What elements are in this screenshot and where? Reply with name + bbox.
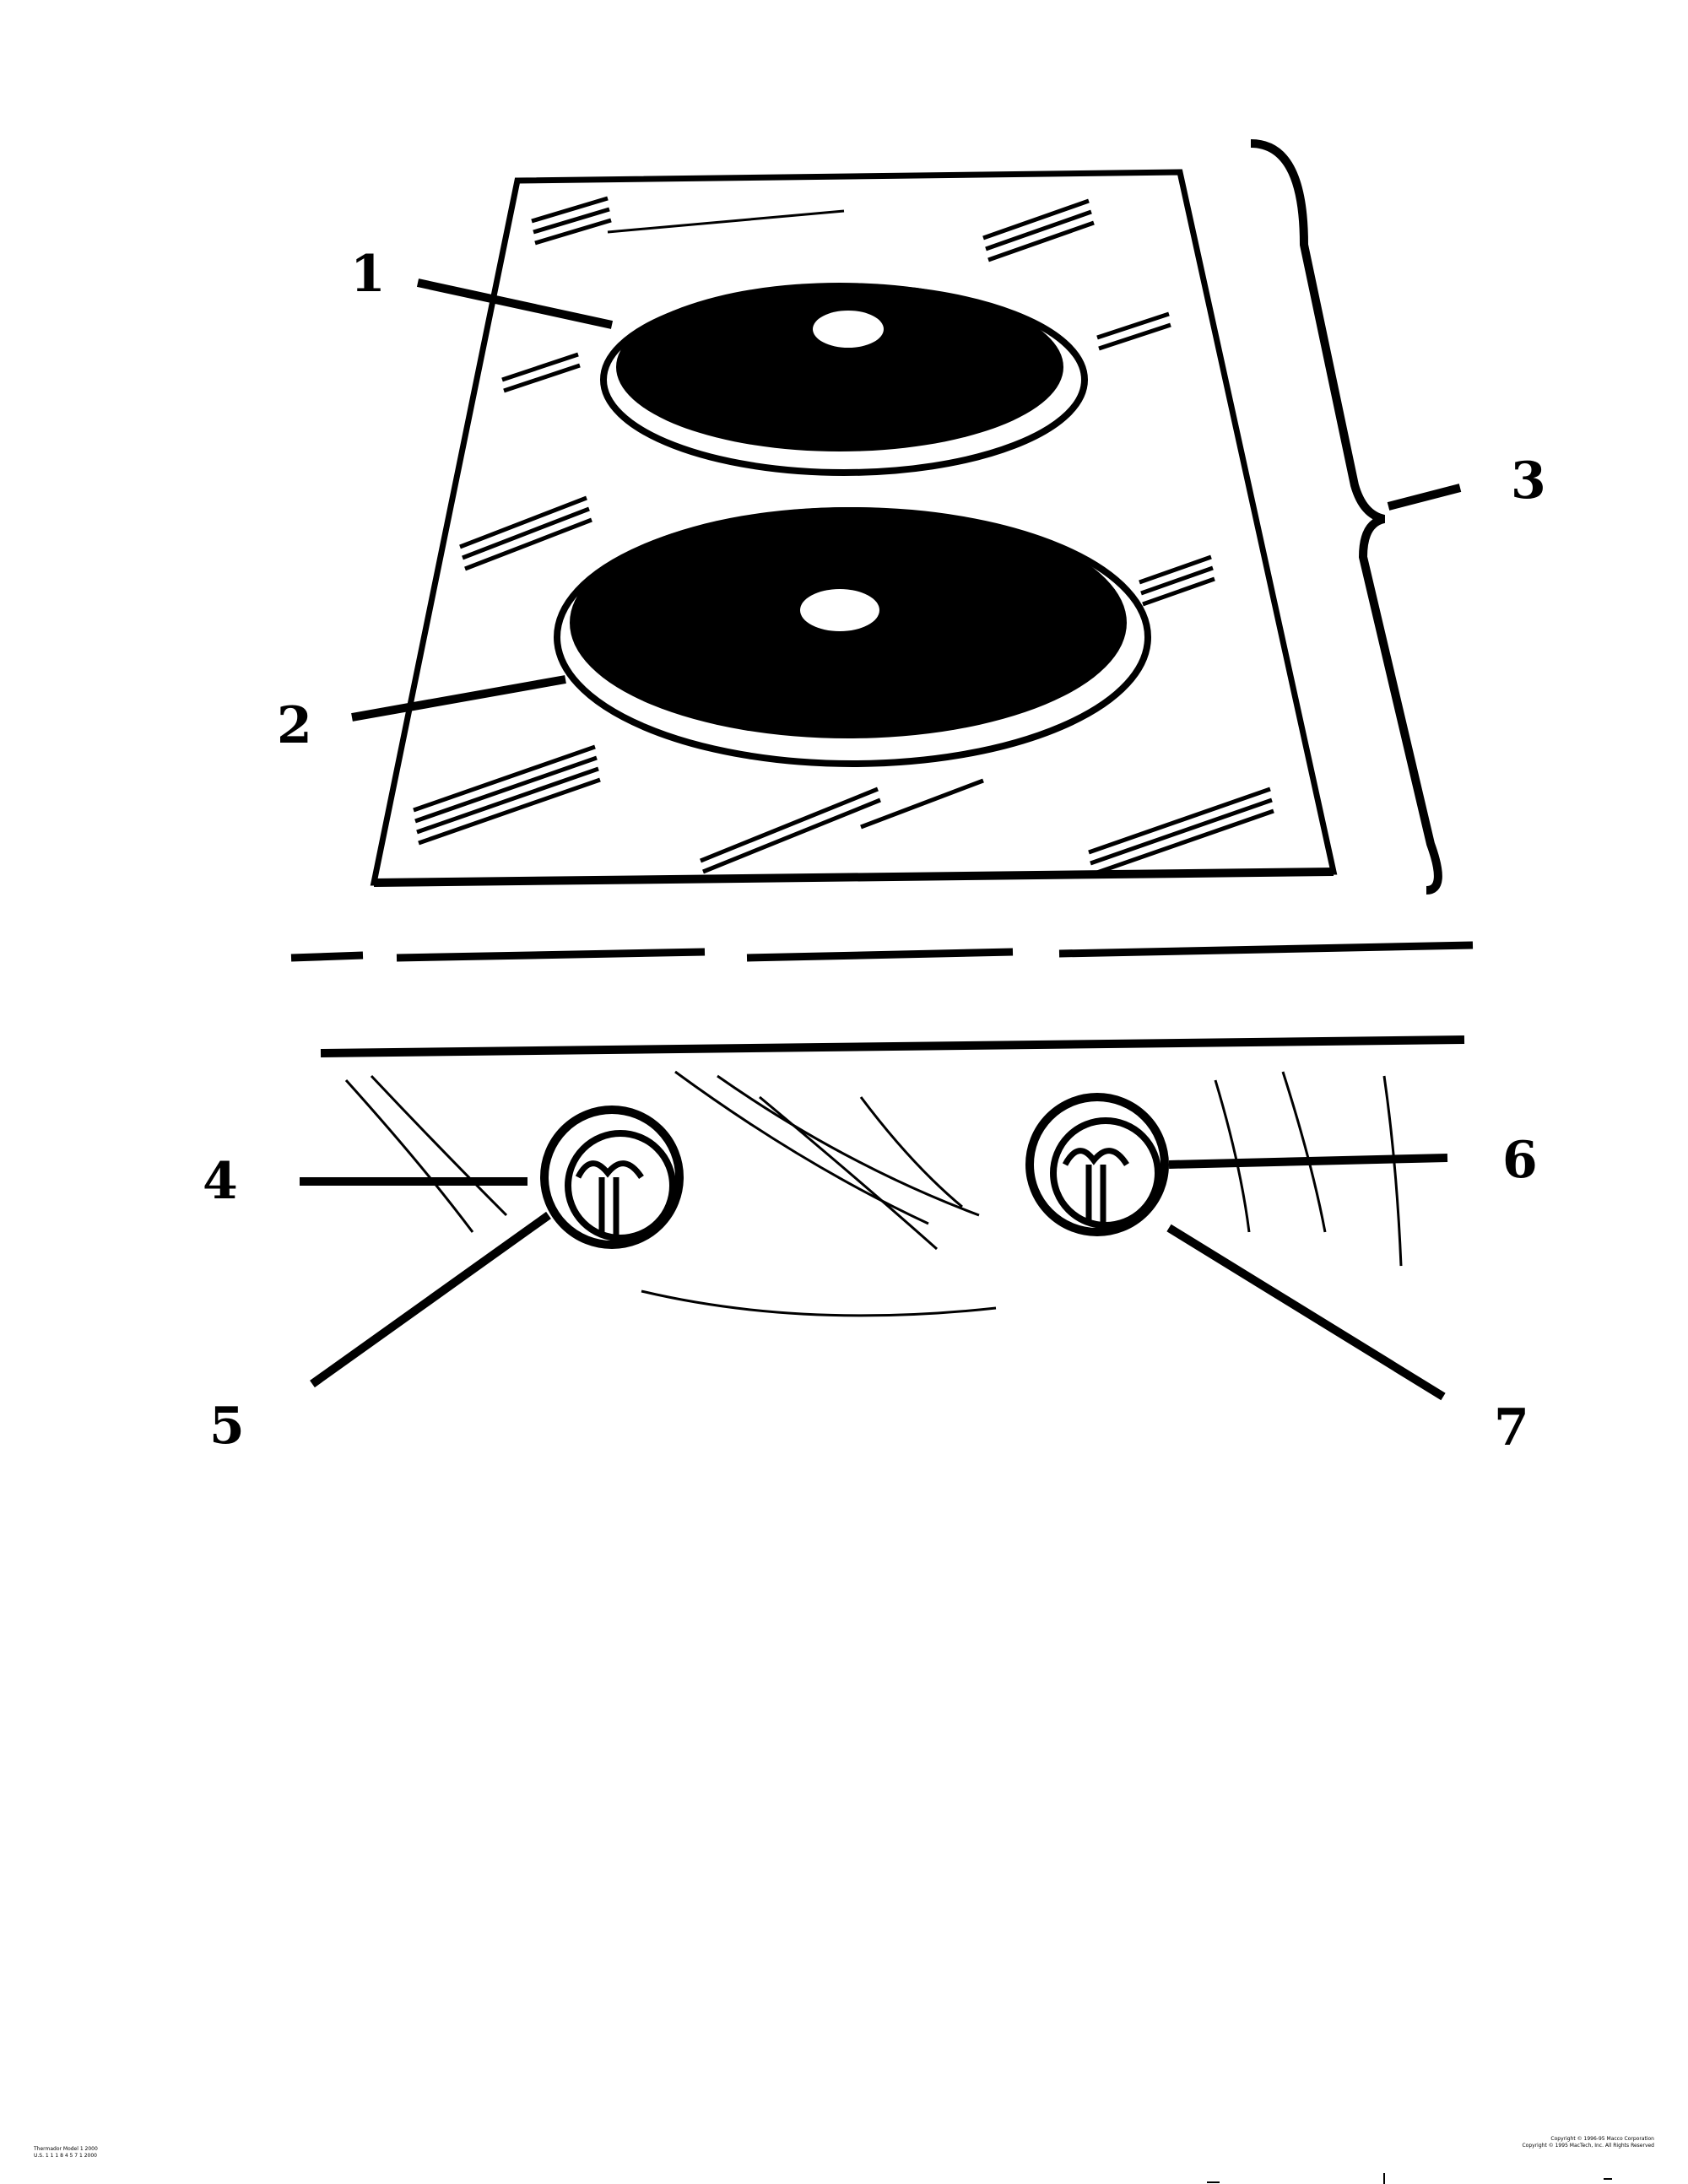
scan-marks bbox=[1207, 2173, 1612, 2184]
cooktop-bracket bbox=[1250, 139, 1442, 895]
break-lines bbox=[290, 941, 1474, 1057]
callout-5: 5 bbox=[209, 1397, 245, 1456]
callout-3: 3 bbox=[1511, 451, 1546, 511]
leader-lines bbox=[300, 278, 1462, 1401]
right-control-knob bbox=[1025, 1093, 1169, 1236]
surface-hatching bbox=[413, 196, 1274, 877]
leader-line-6 bbox=[1168, 1154, 1448, 1169]
footer-right: Copyright © 1996-95 Macco Corporation Co… bbox=[1473, 2136, 1654, 2149]
leader-line-2 bbox=[351, 675, 566, 722]
callout-2: 2 bbox=[277, 696, 312, 755]
callout-1: 1 bbox=[350, 245, 386, 304]
callout-numbers: 1 2 3 4 5 6 7 bbox=[203, 245, 1546, 1457]
footer-right-line1: Copyright © 1996-95 Macco Corporation bbox=[1550, 2136, 1654, 2142]
leader-line-3 bbox=[1387, 484, 1462, 511]
callout-4: 4 bbox=[203, 1152, 238, 1211]
rear-burner bbox=[600, 283, 1088, 476]
leader-line-7 bbox=[1166, 1224, 1446, 1401]
front-burner bbox=[554, 507, 1151, 767]
footer-left: Thermador Model 1 2000 U.S. 1 1 1 8 4 5 … bbox=[34, 2146, 98, 2160]
control-panel-streaks bbox=[344, 1070, 1403, 1317]
footer-left-line2: U.S. 1 1 1 8 4 5 7 1 2000 bbox=[34, 2153, 97, 2159]
footer-right-line2: Copyright © 1995 MacTech, Inc. All Right… bbox=[1522, 2143, 1654, 2149]
callout-7: 7 bbox=[1494, 1398, 1529, 1457]
left-control-knob bbox=[540, 1106, 684, 1249]
callout-6: 6 bbox=[1502, 1131, 1538, 1190]
leader-line-1 bbox=[416, 278, 614, 329]
footer-left-line1: Thermador Model 1 2000 bbox=[34, 2146, 98, 2152]
leader-line-5 bbox=[310, 1211, 551, 1388]
